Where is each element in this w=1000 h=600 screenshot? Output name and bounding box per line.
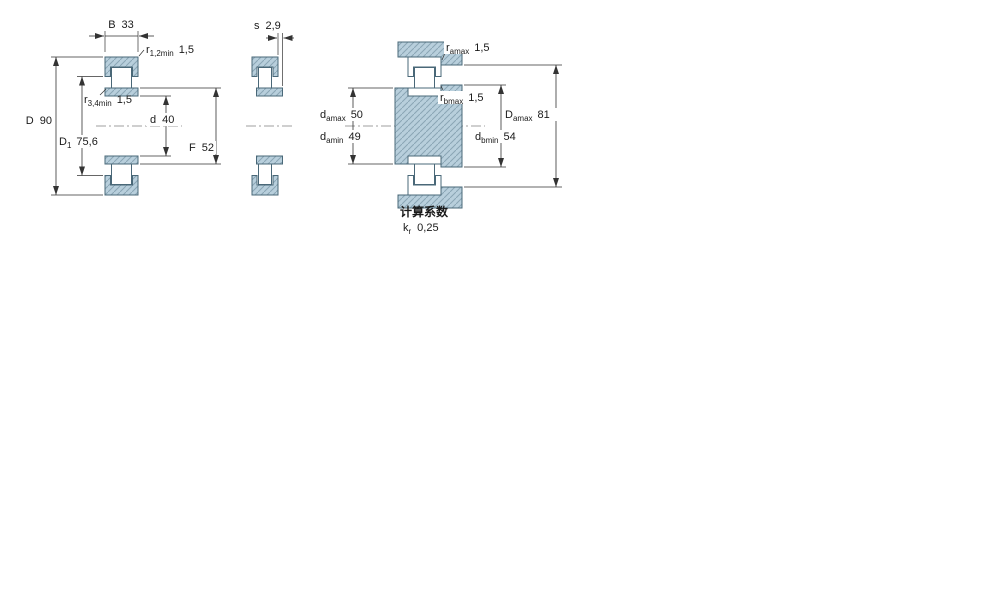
- leader-line: [440, 85, 444, 91]
- label-mask: [502, 108, 564, 121]
- roller-top: [111, 67, 132, 89]
- outer-ring-top-section: [104, 56, 139, 77]
- bearing-roller-bottom-outline: [414, 163, 435, 185]
- label-mask: [318, 130, 374, 143]
- roller-top: [258, 67, 272, 89]
- calc-factor-title: 计算系数: [400, 204, 449, 219]
- bearing-inner-ring-top-outline: [407, 87, 442, 97]
- label-mask: [186, 141, 216, 154]
- outer-ring-bottom-section: [104, 175, 139, 196]
- label-mask: [318, 108, 374, 121]
- leader-line: [441, 52, 446, 61]
- roller-bottom: [111, 163, 132, 185]
- bearing-outer-ring-top-outline: [407, 56, 442, 77]
- label-mask: [57, 135, 103, 148]
- label-mask: [472, 130, 528, 143]
- label-mask: [444, 41, 502, 54]
- leader-line: [138, 49, 145, 57]
- outer-ring-bottom-section: [251, 175, 279, 196]
- bearing-roller-top-outline: [414, 67, 435, 89]
- label-mask: [438, 91, 496, 104]
- inner-ring-bottom-section: [256, 155, 283, 165]
- bearing-outer-ring-bottom-outline: [407, 175, 442, 196]
- inner-ring-bottom-section: [104, 155, 139, 165]
- bearing-inner-ring-bottom-outline: [407, 155, 442, 165]
- leader-line: [99, 88, 107, 96]
- roller-bottom: [258, 163, 272, 185]
- inner-ring-top-section: [256, 87, 283, 97]
- label-mask: [146, 113, 180, 126]
- inner-ring-top-section: [104, 87, 139, 97]
- outer-ring-top-section: [251, 56, 279, 77]
